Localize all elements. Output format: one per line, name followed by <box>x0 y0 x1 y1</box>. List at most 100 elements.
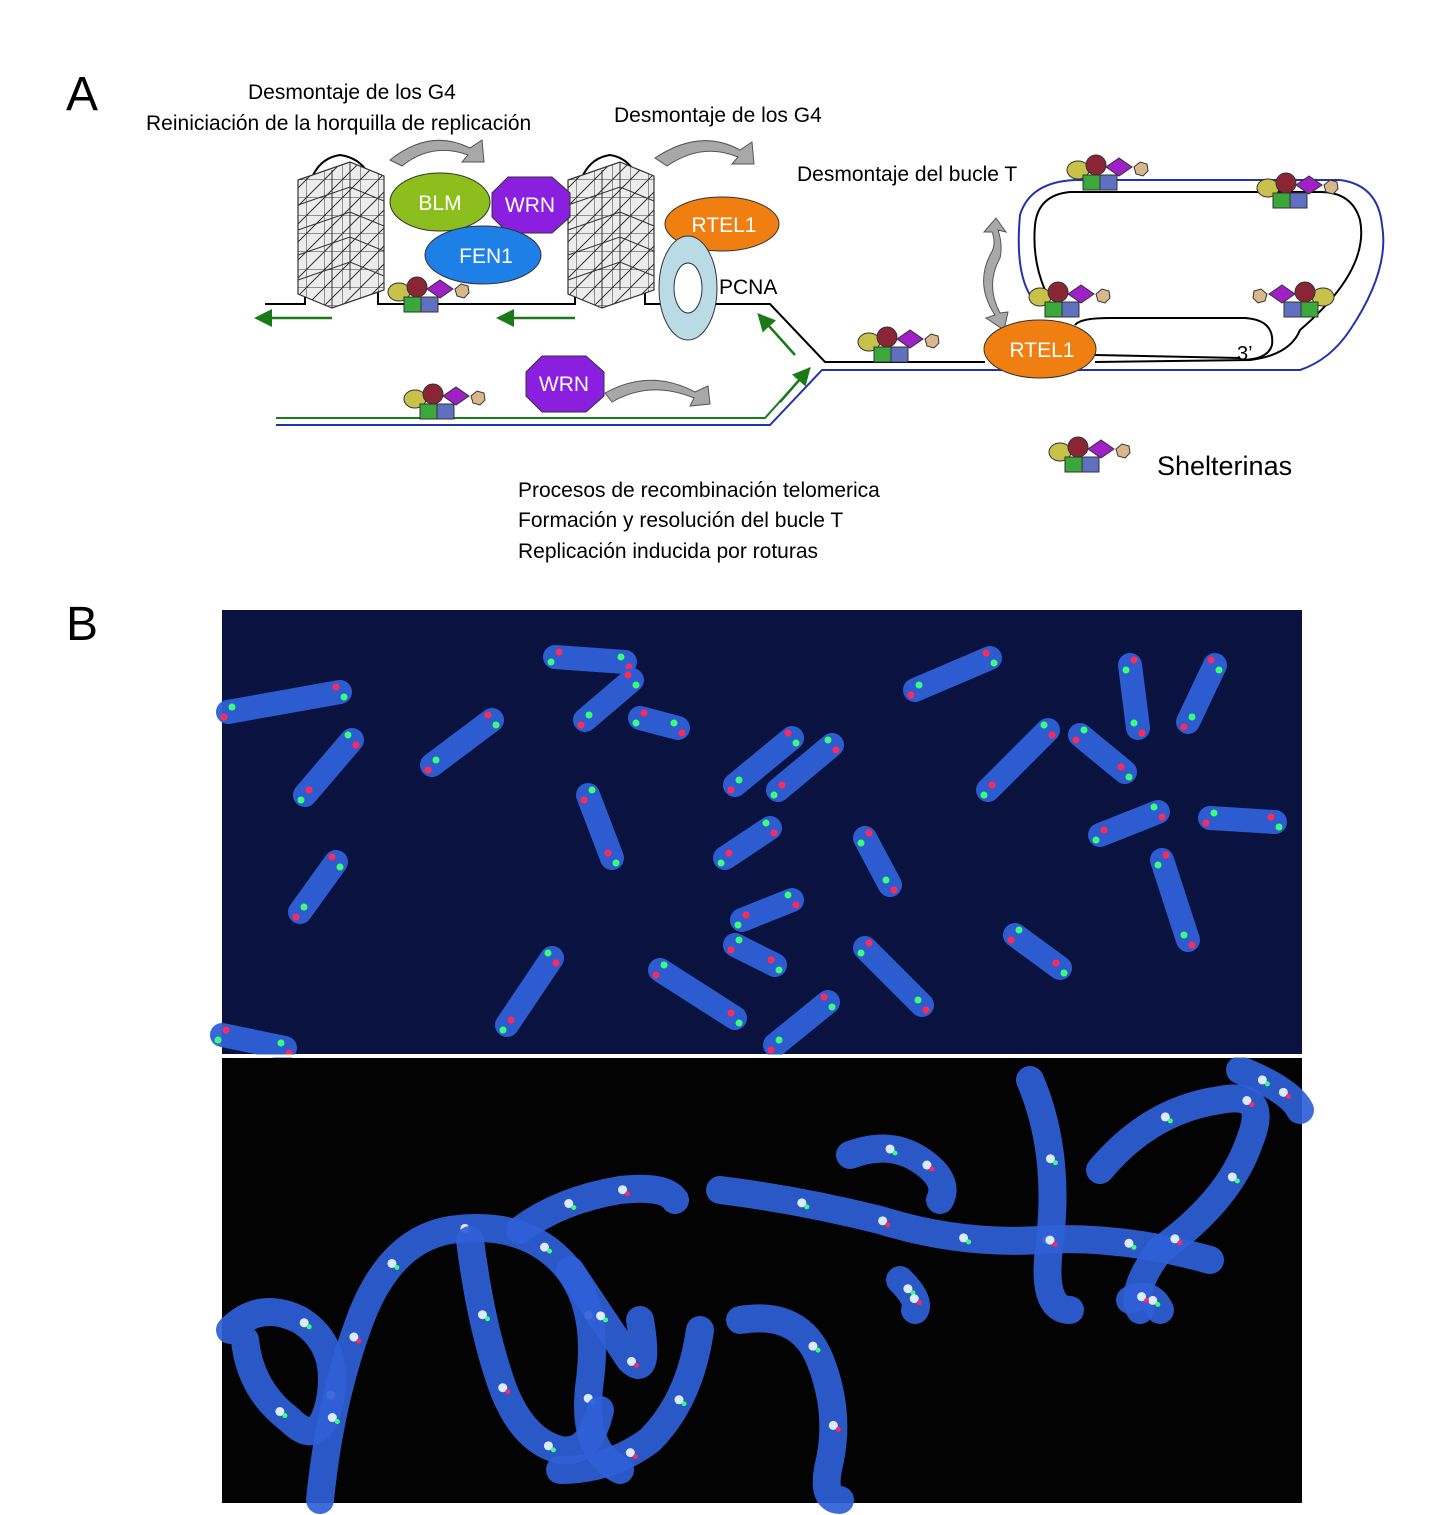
telomere-signal <box>878 1216 888 1226</box>
shelterin-complex <box>1028 281 1111 318</box>
metaphase-chromosome <box>648 958 747 1030</box>
telomere-signal <box>910 1290 916 1296</box>
telomere-signal <box>1227 1172 1237 1182</box>
metaphase-chromosome <box>1118 653 1150 740</box>
telomere-signal <box>1278 1087 1288 1097</box>
telomere-signal <box>334 1419 340 1425</box>
telomere-signal <box>1234 1178 1240 1184</box>
metaphase-chromosome <box>1088 800 1170 847</box>
metaphase-chromosome <box>288 850 348 924</box>
telomere-signal <box>725 849 733 857</box>
telomere-signal <box>909 1294 919 1304</box>
telomere-signal <box>571 1205 577 1211</box>
telomere-signal <box>432 756 440 764</box>
telomere-signal <box>966 1239 972 1245</box>
telomere-signal <box>727 946 735 954</box>
telomere-signal <box>832 746 840 754</box>
telomere-signal <box>1052 1241 1058 1247</box>
telomere-signal <box>305 786 313 794</box>
metaphase-chromosome <box>216 680 352 724</box>
telomere-signal <box>387 1258 397 1268</box>
telomere-signal <box>214 1036 222 1044</box>
telomere-signal <box>1060 969 1068 977</box>
telomere-signal <box>297 796 305 804</box>
blm-label: BLM <box>418 192 461 215</box>
telomere-signal <box>804 1204 810 1210</box>
metaphase-chromosome <box>976 718 1060 802</box>
telomere-signal <box>865 829 873 837</box>
telomere-signal <box>336 863 344 871</box>
telomere-signal <box>492 721 500 729</box>
telomere-signal <box>681 1401 687 1407</box>
telomere-signal <box>670 719 678 727</box>
telomere-signal <box>892 1150 898 1156</box>
label-g4-disassembly-right: Desmontaje de los G4 <box>614 104 822 127</box>
telomere-signal <box>477 1310 487 1320</box>
telomere-signal <box>634 1362 640 1368</box>
telomere-signal <box>1180 723 1188 731</box>
g4-quadruplex-right <box>567 161 655 309</box>
prophase-chromosome <box>726 1304 854 1514</box>
fen1-protein: FEN1 <box>424 225 542 285</box>
telomere-signal <box>990 659 998 667</box>
shelterin-complex <box>1252 281 1335 318</box>
telomere-signal <box>344 731 352 739</box>
telomere-signal <box>507 1016 515 1024</box>
telomere-signal <box>617 653 625 661</box>
prophase-chromosome <box>506 1174 689 1244</box>
metaphase-chromosome <box>723 726 804 797</box>
telomere-signal <box>1130 656 1138 664</box>
template-blue-strand <box>276 179 1385 426</box>
telomere-signal <box>767 956 775 964</box>
label-fork-restart: Reiniciación de la horquilla de replicac… <box>146 112 531 135</box>
telomere-signal <box>1155 1301 1161 1307</box>
metaphase-chromosome <box>495 946 564 1037</box>
prophase-chromosome <box>1016 1066 1084 1324</box>
telomere-signal <box>544 949 552 957</box>
telomere-signal <box>1040 721 1048 729</box>
telomere-signal <box>775 1036 783 1044</box>
telomere-signal <box>988 781 996 789</box>
telomere-signal <box>835 1426 841 1432</box>
telomere-signal <box>640 709 648 717</box>
label-recombination: Procesos de recombinación telomerica <box>518 479 880 502</box>
label-g4-disassembly-left: Desmontaje de los G4 <box>248 81 456 104</box>
shelterin-legend-label: Shelterinas <box>1157 451 1292 481</box>
telomere-signal <box>340 693 348 701</box>
pcna-ring <box>658 235 718 341</box>
telomere-signal <box>784 729 792 737</box>
metaphase-chromosome <box>1068 723 1137 784</box>
telomere-signal <box>327 1413 337 1423</box>
telomere-signal <box>306 1324 312 1330</box>
metaphase-chromosome <box>853 936 934 1017</box>
shelterin-complex <box>1256 172 1339 209</box>
label-pcna: PCNA <box>719 276 777 299</box>
green-arrow-upper-diagonal <box>757 313 796 356</box>
telomere-signal <box>1117 763 1125 771</box>
telomere-signal <box>1202 819 1210 827</box>
telomere-signal <box>865 939 873 947</box>
telomere-signal <box>1207 656 1215 664</box>
telomere-signal <box>394 1264 400 1270</box>
wrn-label-top: WRN <box>505 194 555 217</box>
tloop-invasion <box>1094 354 1241 359</box>
metaphase-chromosome <box>573 668 644 732</box>
telomere-signal <box>1122 666 1130 674</box>
wrn-protein-top: WRN <box>491 176 571 234</box>
telomere-signal <box>907 691 915 699</box>
prophase-chromosome <box>546 1316 714 1484</box>
telomere-signal <box>890 886 898 894</box>
telomere-signal <box>299 1318 309 1328</box>
telomere-signal <box>564 1199 574 1209</box>
metaphase-chromosome <box>1003 923 1072 980</box>
wrn-protein-bottom: WRN <box>525 355 605 413</box>
metaphase-chromosome <box>628 706 690 740</box>
telomere-signal <box>1188 713 1196 721</box>
metaphase-chromosome <box>903 646 1002 702</box>
telomere-signal <box>1177 1240 1183 1246</box>
shelterin-complex <box>1066 154 1149 191</box>
telomere-signal <box>1015 926 1023 934</box>
label-break-induced: Replicación inducida por roturas <box>518 540 818 563</box>
label-3prime: 3’ <box>1237 343 1253 365</box>
